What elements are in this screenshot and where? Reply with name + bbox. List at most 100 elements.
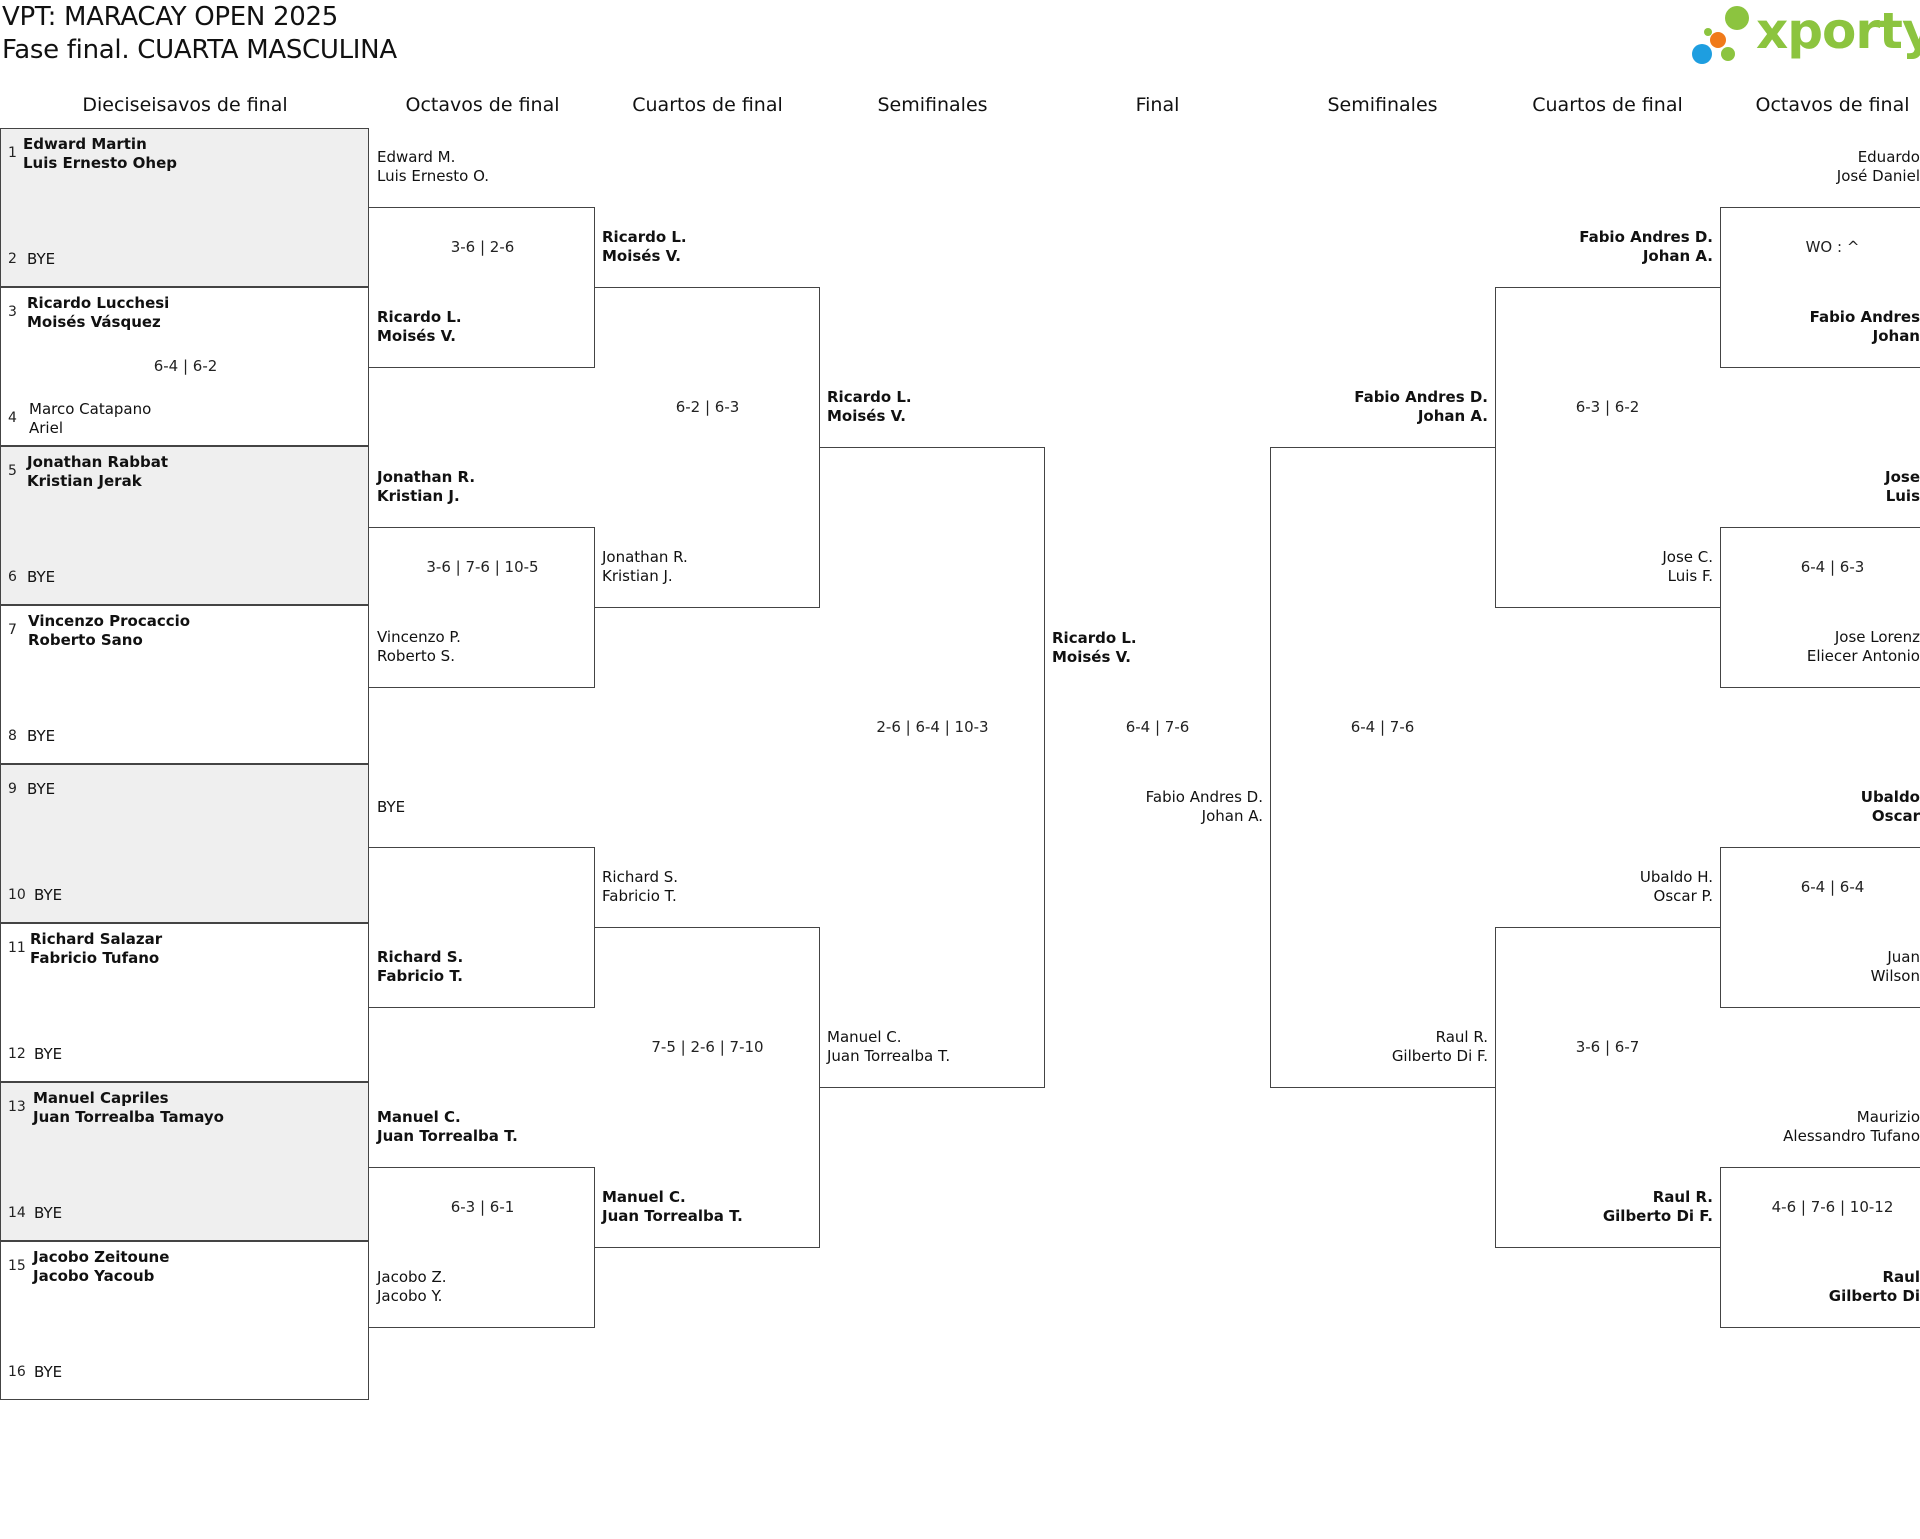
column-header: Final (1135, 94, 1180, 116)
player-name: Raul R. (1652, 1188, 1713, 1206)
player-name: Richard S. (377, 948, 464, 966)
player-name: Kristian J. (377, 487, 460, 505)
player-name: Kristian J. (602, 567, 673, 585)
seed-number: 15 (8, 1258, 26, 1274)
seed-number: 3 (8, 304, 17, 320)
seed-match-4: 7 Vincenzo Procaccio Roberto Sano 8 BYE (0, 605, 369, 764)
seed-number: 16 (8, 1364, 26, 1380)
finalist-name: Fabio Andres D. (1145, 788, 1263, 806)
seed-number: 2 (8, 251, 17, 267)
player-name: Roberto S. (377, 647, 455, 665)
bracket-connector (1495, 927, 1721, 1248)
column-header: Semifinales (1327, 94, 1438, 116)
player-name: BYE (34, 1045, 63, 1063)
player-name: Luis Ernesto O. (377, 167, 490, 185)
seed-number: 10 (8, 887, 26, 903)
match-score: WO : ^ (1805, 238, 1860, 256)
player-name: Ubaldo (1860, 788, 1920, 806)
bracket-connector (1720, 847, 1920, 1008)
bracket-connector (1720, 207, 1920, 368)
seed-match-6: 11 Richard Salazar Fabricio Tufano 12 BY… (0, 923, 369, 1082)
player-name: Wilson (1870, 967, 1920, 985)
player-name: Fabio Andres D. (1354, 388, 1488, 406)
player-name: Jacobo Zeitoune (33, 1248, 170, 1266)
bracket-connector (819, 447, 1045, 1088)
player-name: Ricardo L. (602, 228, 687, 246)
player-name: Moisés V. (602, 247, 681, 265)
player-name: Juan Torrealba Tamayo (33, 1108, 224, 1126)
player-name: Juan (1887, 948, 1920, 966)
bracket-connector (1270, 447, 1496, 1088)
match-score: 7-5 | 2-6 | 7-10 (651, 1038, 764, 1056)
player-name: Jacobo Z. (377, 1268, 447, 1286)
player-name: Manuel C. (377, 1108, 461, 1126)
player-name: BYE (27, 780, 56, 798)
seed-number: 13 (8, 1099, 26, 1115)
player-name: Edward M. (377, 148, 456, 166)
player-name: Juan Torrealba T. (377, 1127, 518, 1145)
player-name: Jonathan R. (602, 548, 688, 566)
column-header: Semifinales (877, 94, 988, 116)
player-name: José Daniel (1836, 167, 1920, 185)
column-header: Cuartos de final (632, 94, 783, 116)
match-score: 3-6 | 7-6 | 10-5 (426, 558, 539, 576)
match-score: 6-4 | 6-2 (153, 357, 218, 375)
player-name: Gilberto Di F. (1391, 1047, 1488, 1065)
xporty-logo: xporty (1690, 2, 1920, 74)
player-name: Oscar (1871, 807, 1920, 825)
seed-match-2: 3 Ricardo Lucchesi Moisés Vásquez 6-4 | … (0, 287, 369, 446)
player-name: BYE (34, 886, 63, 904)
logo-dots-icon (1692, 6, 1749, 64)
player-name: Roberto Sano (28, 631, 143, 649)
seed-match-1: 1 Edward Martin Luis Ernesto Ohep 2 BYE (0, 128, 369, 287)
player-name: Ariel (29, 419, 63, 437)
player-name: Vincenzo P. (377, 628, 461, 646)
player-name: Johan A. (1417, 407, 1488, 425)
match-score: 6-4 | 6-4 (1800, 878, 1865, 896)
player-name: Ricardo L. (827, 388, 912, 406)
player-name: Edward Martin (23, 135, 147, 153)
finalist-name: Ricardo L. (1052, 629, 1137, 647)
seed-number: 11 (8, 940, 26, 956)
player-name: Ricardo L. (377, 308, 462, 326)
finalist-name: Moisés V. (1052, 648, 1131, 666)
seed-match-7: 13 Manuel Capriles Juan Torrealba Tamayo… (0, 1082, 369, 1241)
final-score: 6-4 | 7-6 (1125, 718, 1190, 736)
player-name: Moisés Vásquez (27, 313, 161, 331)
column-header: Cuartos de final (1532, 94, 1683, 116)
column-header: Octavos de final (1755, 94, 1910, 116)
player-name: Fabio Andres D. (1579, 228, 1713, 246)
player-name: Jacobo Yacoub (33, 1267, 155, 1285)
player-name: Gilberto Di (1828, 1287, 1920, 1305)
player-name: Jonathan R. (377, 468, 476, 486)
seed-number: 7 (8, 622, 17, 638)
match-score: 6-3 | 6-1 (450, 1198, 515, 1216)
match-score: 6-4 | 7-6 (1350, 718, 1415, 736)
seed-number: 9 (8, 781, 17, 797)
player-name: Luis (1885, 487, 1920, 505)
match-score: 2-6 | 6-4 | 10-3 (876, 718, 989, 736)
player-name: Juan Torrealba T. (827, 1047, 951, 1065)
player-name: Moisés V. (377, 327, 456, 345)
player-name: BYE (27, 568, 56, 586)
player-name: Vincenzo Procaccio (28, 612, 191, 630)
column-header: Octavos de final (405, 94, 560, 116)
player-name: BYE (27, 250, 56, 268)
column-header: Dieciseisavos de final (82, 94, 288, 116)
player-name: Eliecer Antonio (1806, 647, 1920, 665)
player-name: Johan (1872, 327, 1920, 345)
seed-number: 5 (8, 463, 17, 479)
player-name: Jose Lorenz (1834, 628, 1920, 646)
seed-match-3: 5 Jonathan Rabbat Kristian Jerak 6 BYE (0, 446, 369, 605)
player-name: Juan Torrealba T. (602, 1207, 743, 1225)
player-name: Fabricio T. (602, 887, 677, 905)
player-name: Johan A. (1642, 247, 1713, 265)
tournament-subtitle: Fase final. CUARTA MASCULINA (2, 35, 397, 65)
match-score: 6-4 | 6-3 (1800, 558, 1865, 576)
player-name: Raul R. (1435, 1028, 1488, 1046)
match-score: 3-6 | 2-6 (450, 238, 515, 256)
logo-wordmark: xporty (1756, 2, 1920, 60)
player-name: Raul (1882, 1268, 1920, 1286)
player-name: Luis F. (1667, 567, 1713, 585)
seed-number: 8 (8, 728, 17, 744)
